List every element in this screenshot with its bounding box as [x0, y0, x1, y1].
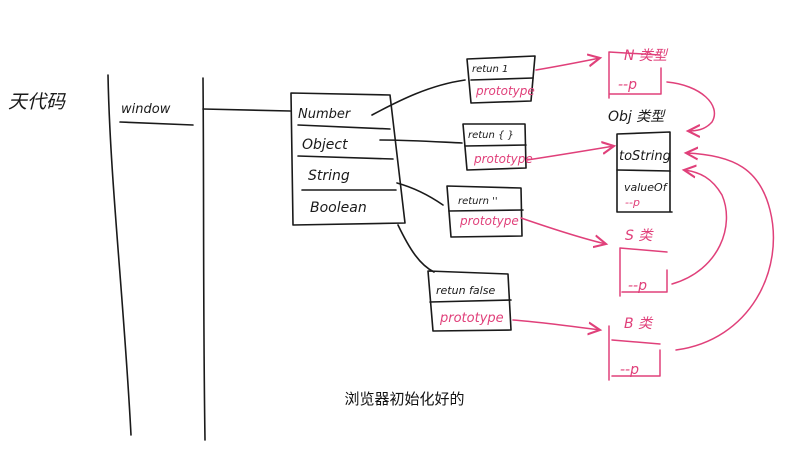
string-prototype: prototype: [459, 214, 519, 228]
window-left-line: [107, 74, 132, 436]
obj-proto-p: --p: [625, 196, 640, 209]
b-proto-box: [608, 325, 661, 381]
number-connector: [371, 79, 466, 116]
object-return: retun { }: [468, 130, 514, 141]
object-func-box: [462, 123, 527, 171]
n-to-obj-arrow: [666, 81, 716, 131]
boolean-proto-arrow: [512, 319, 600, 330]
obj-valueof: valueOf: [624, 181, 669, 194]
window-label: window: [121, 102, 171, 117]
string-func-box: [446, 185, 523, 238]
number-proto-arrow: [535, 58, 600, 71]
builtin-boolean: Boolean: [310, 200, 367, 216]
string-return: return '': [458, 196, 498, 207]
s-proto-label: S 类: [625, 228, 654, 244]
b-proto-p: --p: [620, 362, 639, 378]
obj-tostring: toString: [619, 149, 671, 164]
number-func-divider: [470, 77, 534, 81]
number-return: retun 1: [472, 64, 508, 75]
n-proto-p: --p: [618, 77, 637, 93]
caption: 浏览器初始化好的: [344, 390, 465, 408]
boolean-prototype: prototype: [439, 311, 504, 326]
s-proto-p: --p: [628, 278, 647, 294]
boolean-connector: [397, 224, 435, 273]
builtin-number: Number: [298, 107, 352, 122]
object-prototype: prototype: [473, 152, 533, 166]
builtins-divider-1: [297, 124, 391, 130]
window-link-line: [202, 108, 291, 112]
string-connector: [396, 182, 444, 206]
builtin-object: Object: [302, 137, 348, 153]
object-connector: [379, 139, 463, 144]
b-to-obj-arrow: [675, 153, 775, 351]
s-proto-box: [619, 247, 668, 297]
obj-proto-label: Obj 类型: [608, 109, 666, 125]
b-proto-label: B 类: [624, 316, 654, 332]
builtins-box: [290, 92, 406, 226]
obj-proto-divider: [616, 169, 671, 172]
obj-proto-box: [616, 131, 673, 213]
window-right-line: [202, 77, 206, 441]
s-to-obj-arrow: [671, 170, 728, 285]
window-underline: [119, 121, 194, 126]
string-func-divider: [448, 209, 524, 212]
string-proto-arrow: [520, 217, 606, 244]
object-func-divider: [464, 144, 527, 147]
boolean-func-divider: [429, 299, 512, 303]
n-proto-label: N 类型: [624, 48, 669, 64]
title-label: 天代码: [8, 91, 66, 113]
n-proto-box: [608, 51, 662, 99]
builtins-divider-2: [297, 155, 394, 160]
number-func-box: [466, 55, 536, 104]
builtin-string: String: [308, 168, 350, 184]
boolean-return: retun false: [436, 284, 495, 297]
number-prototype: prototype: [475, 84, 535, 98]
boolean-func-box: [427, 270, 512, 332]
object-proto-arrow: [526, 146, 614, 161]
